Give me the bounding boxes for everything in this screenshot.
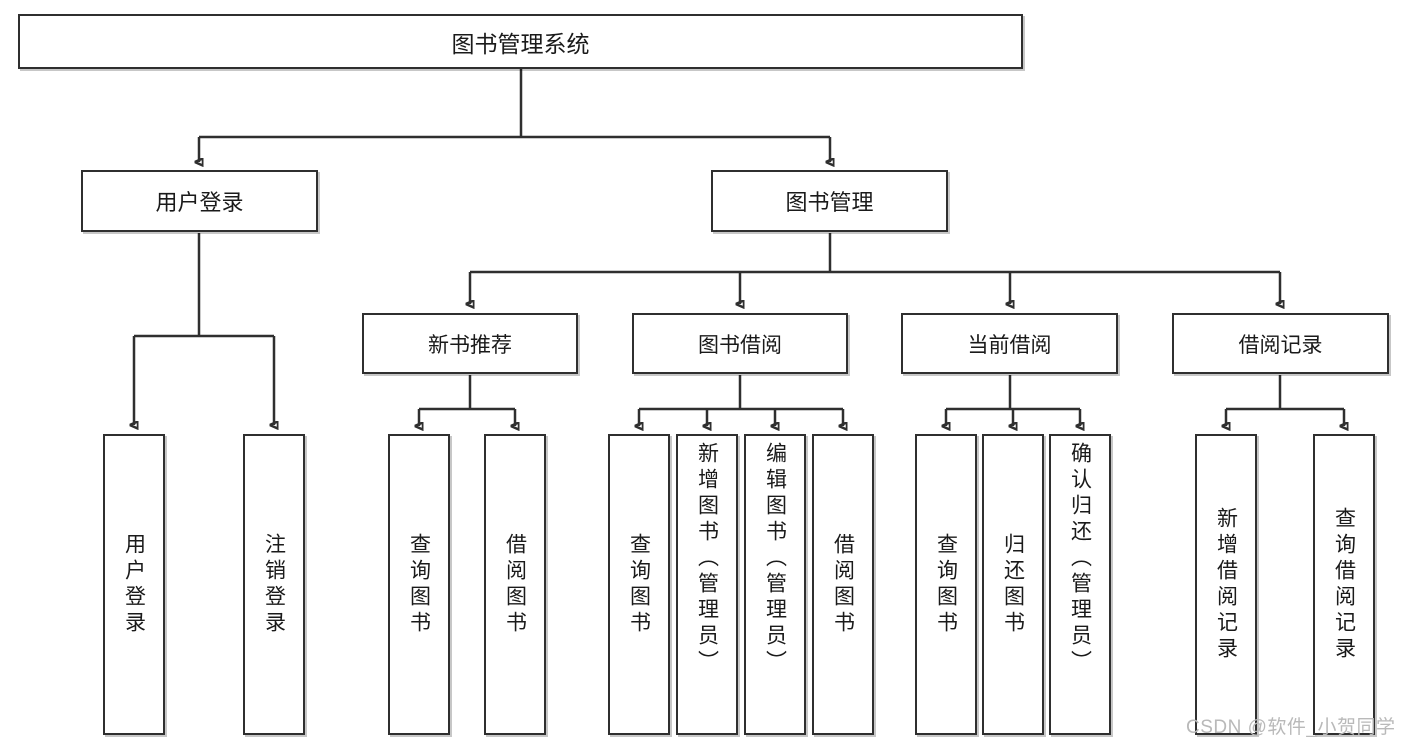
leaf-add-borrow-record[interactable]: 新增借阅记录 xyxy=(1195,434,1257,735)
leaf-edit-book-admin[interactable]: 编辑图书（管理员） xyxy=(744,434,806,735)
node-new-book-recommend-label: 新书推荐 xyxy=(428,333,512,357)
leaf-borrow-query-book-label: 查询图书 xyxy=(627,532,651,637)
node-book-manage[interactable]: 图书管理 xyxy=(711,170,948,232)
leaf-return-book-label: 归还图书 xyxy=(1001,532,1025,637)
leaf-new-book-query[interactable]: 查询图书 xyxy=(388,434,450,735)
node-user-login-label: 用户登录 xyxy=(155,190,244,215)
node-current-borrow-label: 当前借阅 xyxy=(967,333,1052,357)
node-root-label: 图书管理系统 xyxy=(451,30,590,57)
leaf-add-book-admin[interactable]: 新增图书（管理员） xyxy=(676,434,738,735)
leaf-user-login[interactable]: 用户登录 xyxy=(103,434,165,735)
leaf-new-book-borrow[interactable]: 借阅图书 xyxy=(484,434,546,735)
node-borrow-record[interactable]: 借阅记录 xyxy=(1172,313,1389,374)
node-book-borrow-label: 图书借阅 xyxy=(698,333,782,357)
leaf-return-book[interactable]: 归还图书 xyxy=(982,434,1044,735)
node-book-borrow[interactable]: 图书借阅 xyxy=(632,313,848,374)
leaf-query-borrow-record-label: 查询借阅记录 xyxy=(1332,506,1356,663)
leaf-query-borrow-record[interactable]: 查询借阅记录 xyxy=(1313,434,1375,735)
node-book-manage-label: 图书管理 xyxy=(785,190,874,215)
leaf-add-book-admin-label: 新增图书（管理员） xyxy=(695,442,719,676)
leaf-borrow-query-book[interactable]: 查询图书 xyxy=(608,434,670,735)
leaf-new-book-query-label: 查询图书 xyxy=(407,532,431,637)
node-current-borrow[interactable]: 当前借阅 xyxy=(901,313,1118,374)
leaf-confirm-return-admin[interactable]: 确认归还（管理员） xyxy=(1049,434,1111,735)
leaf-edit-book-admin-label: 编辑图书（管理员） xyxy=(763,442,787,676)
leaf-current-query-book[interactable]: 查询图书 xyxy=(915,434,977,735)
leaf-current-query-book-label: 查询图书 xyxy=(934,532,958,637)
watermark: CSDN @软件_小贺同学 xyxy=(1186,717,1396,738)
leaf-new-book-borrow-label: 借阅图书 xyxy=(503,532,527,637)
leaf-add-borrow-record-label: 新增借阅记录 xyxy=(1214,506,1238,663)
leaf-confirm-return-admin-label: 确认归还（管理员） xyxy=(1068,442,1092,676)
leaf-logout[interactable]: 注销登录 xyxy=(243,434,305,735)
leaf-user-login-label: 用户登录 xyxy=(122,532,146,637)
leaf-borrow-book-label: 借阅图书 xyxy=(831,532,855,637)
leaf-borrow-book[interactable]: 借阅图书 xyxy=(812,434,874,735)
node-borrow-record-label: 借阅记录 xyxy=(1238,333,1323,357)
node-root[interactable]: 图书管理系统 xyxy=(18,14,1023,69)
node-user-login[interactable]: 用户登录 xyxy=(81,170,318,232)
node-new-book-recommend[interactable]: 新书推荐 xyxy=(362,313,578,374)
leaf-logout-label: 注销登录 xyxy=(262,532,286,637)
